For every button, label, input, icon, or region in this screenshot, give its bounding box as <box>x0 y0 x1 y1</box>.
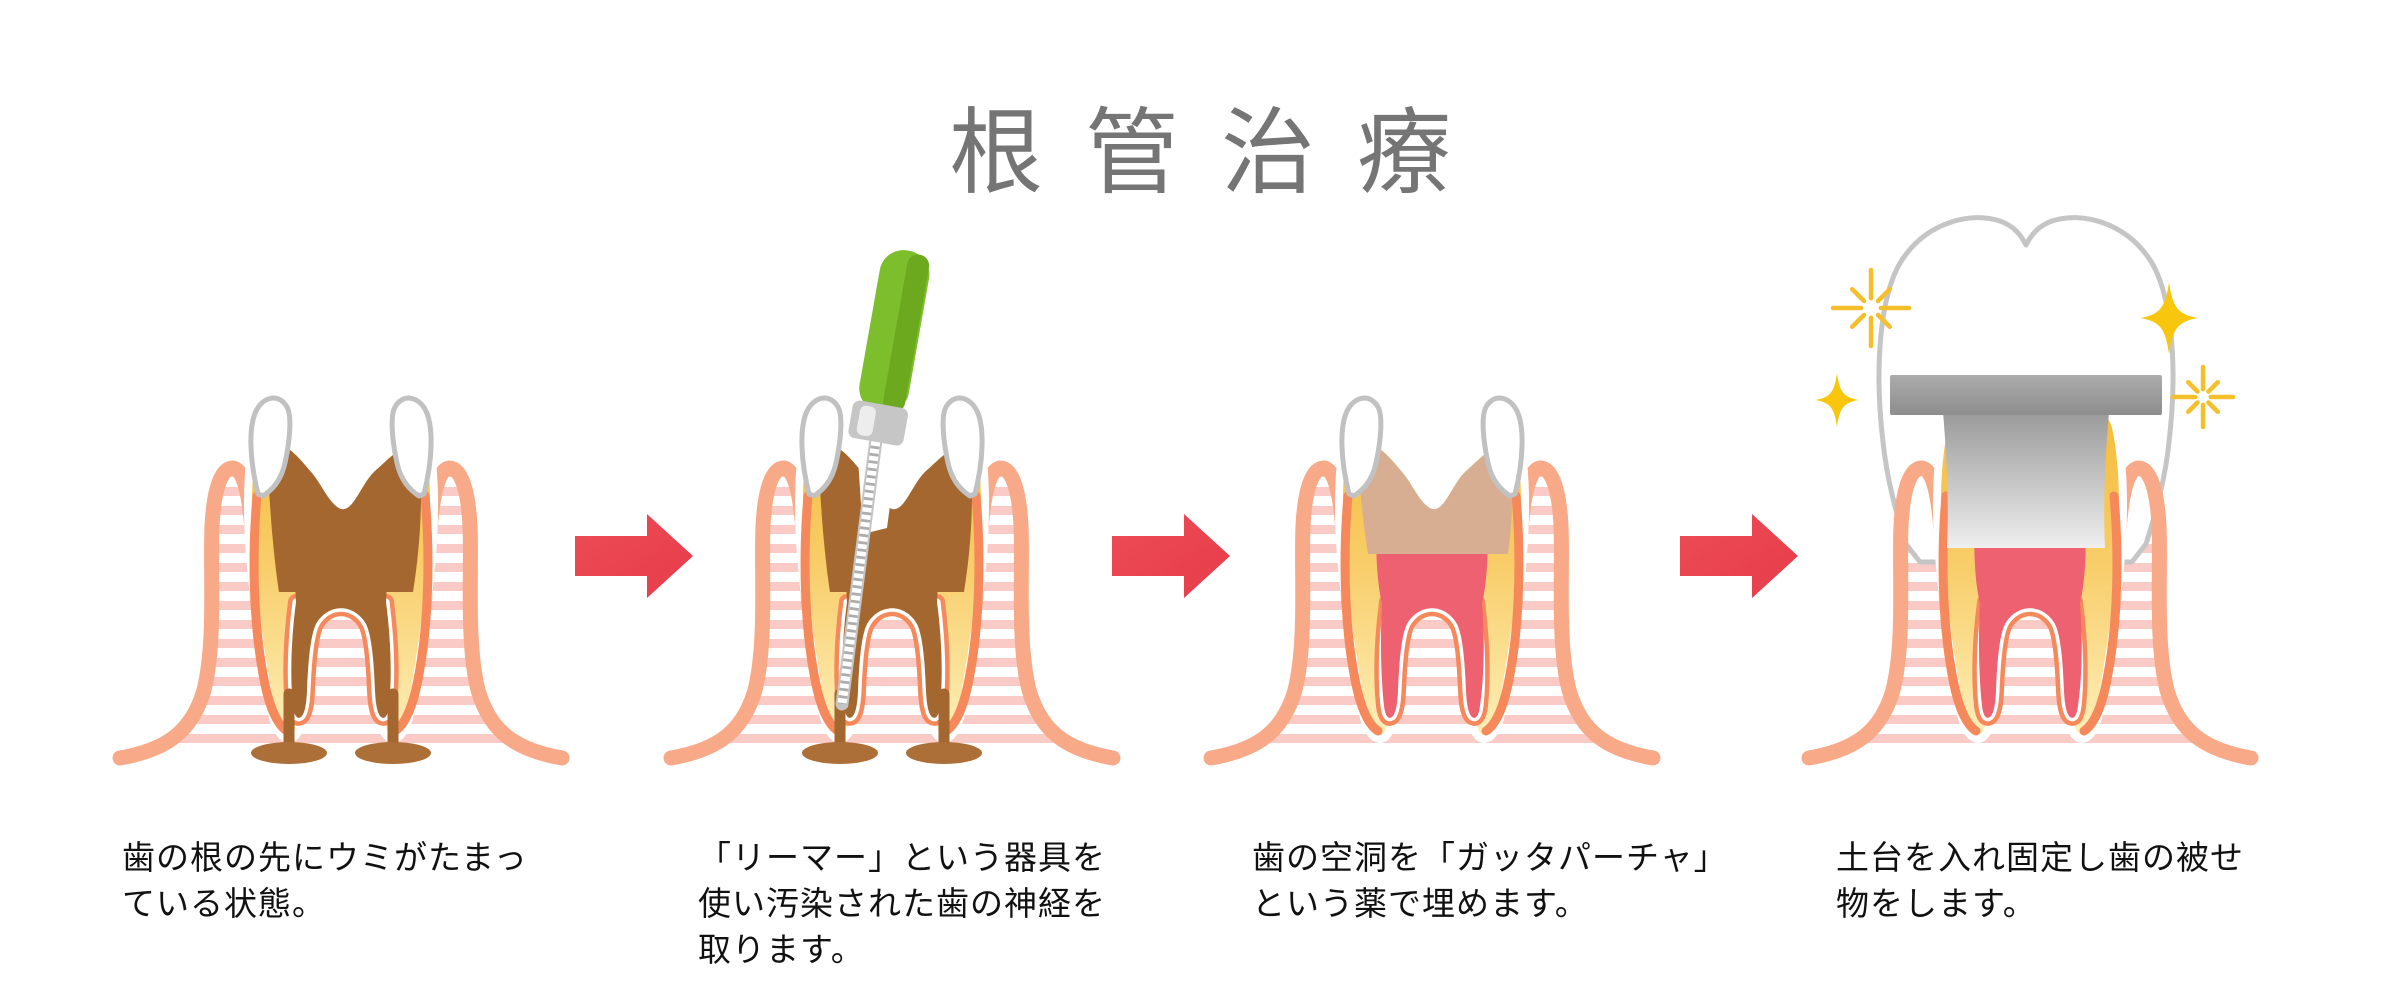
arrow-right-icon <box>1112 512 1230 600</box>
gutta-percha-filling-icon <box>1203 365 1661 766</box>
step-1-caption: 歯の根の先にウミがたまっ ている状態。 <box>122 839 528 922</box>
step-1-illustration <box>106 160 576 780</box>
step-2-caption: 「リーマー」という器具を 使い汚染された歯の神経を 取ります。 <box>698 839 1106 968</box>
page-title: 根管治療 <box>948 99 1493 205</box>
crown-placement-icon <box>1801 215 2259 766</box>
arrow-right-icon <box>575 512 693 600</box>
step-3-illustration <box>1197 160 1667 780</box>
arrow-right-icon <box>1680 512 1798 600</box>
step-3-caption: 歯の空洞を「ガッタパーチャ」 という薬で埋めます。 <box>1252 839 1728 922</box>
decayed-tooth-with-abscess-icon <box>112 365 570 766</box>
reamer-removing-nerve-icon <box>663 250 1121 766</box>
step-2-illustration <box>657 160 1127 780</box>
step-4-illustration <box>1795 160 2265 780</box>
step-4-caption: 土台を入れ固定し歯の被せ 物をします。 <box>1836 839 2244 922</box>
